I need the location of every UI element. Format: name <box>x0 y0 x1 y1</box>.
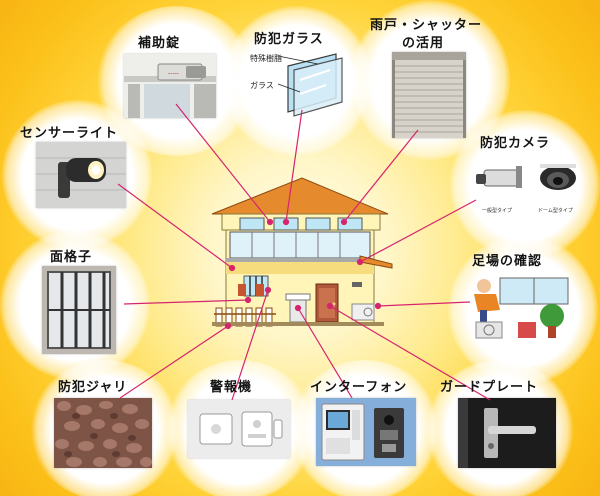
glass-callout-resin: 特殊樹脂 <box>250 54 282 63</box>
sensor-light-photo <box>36 142 126 208</box>
camera-caption-general: 一般型タイプ <box>482 208 513 214</box>
svg-text:-----: ----- <box>168 70 179 77</box>
camera-caption-dome: ドーム型タイプ <box>538 208 573 214</box>
glass-callout-glass: ガラス <box>250 81 274 90</box>
label-bohan-camera: 防犯カメラ <box>480 136 551 151</box>
label-men-goushi: 面格子 <box>50 250 93 265</box>
glow-ashiba <box>448 235 598 385</box>
label-intercom: インターフォン <box>310 380 408 395</box>
label-bohan-glass: 防犯ガラス <box>254 32 324 47</box>
camera-graphic <box>472 158 582 208</box>
bohan-glass-graphic <box>248 50 348 120</box>
keihouki-photo <box>188 400 290 458</box>
label-amado-line2: の活用 <box>402 36 445 51</box>
hojo-jo-photo: ----- <box>124 54 216 118</box>
label-hojo-jo: 補助錠 <box>138 36 181 51</box>
ashiba-graphic <box>470 272 582 342</box>
men-goushi-photo <box>42 266 116 354</box>
label-guard-plate: ガードプレート <box>440 380 539 395</box>
guard-plate-photo <box>458 398 556 468</box>
intercom-photo <box>316 398 416 466</box>
shutter-photo <box>392 52 466 138</box>
label-sensor-light: センサーライト <box>20 126 119 141</box>
label-ashiba: 足場の確認 <box>472 254 543 269</box>
label-amado-line1: 雨戸・シャッター <box>370 18 483 33</box>
jari-photo <box>54 398 152 468</box>
label-keihouki: 警報機 <box>210 380 253 395</box>
label-bohan-jari: 防犯ジャリ <box>58 380 128 395</box>
